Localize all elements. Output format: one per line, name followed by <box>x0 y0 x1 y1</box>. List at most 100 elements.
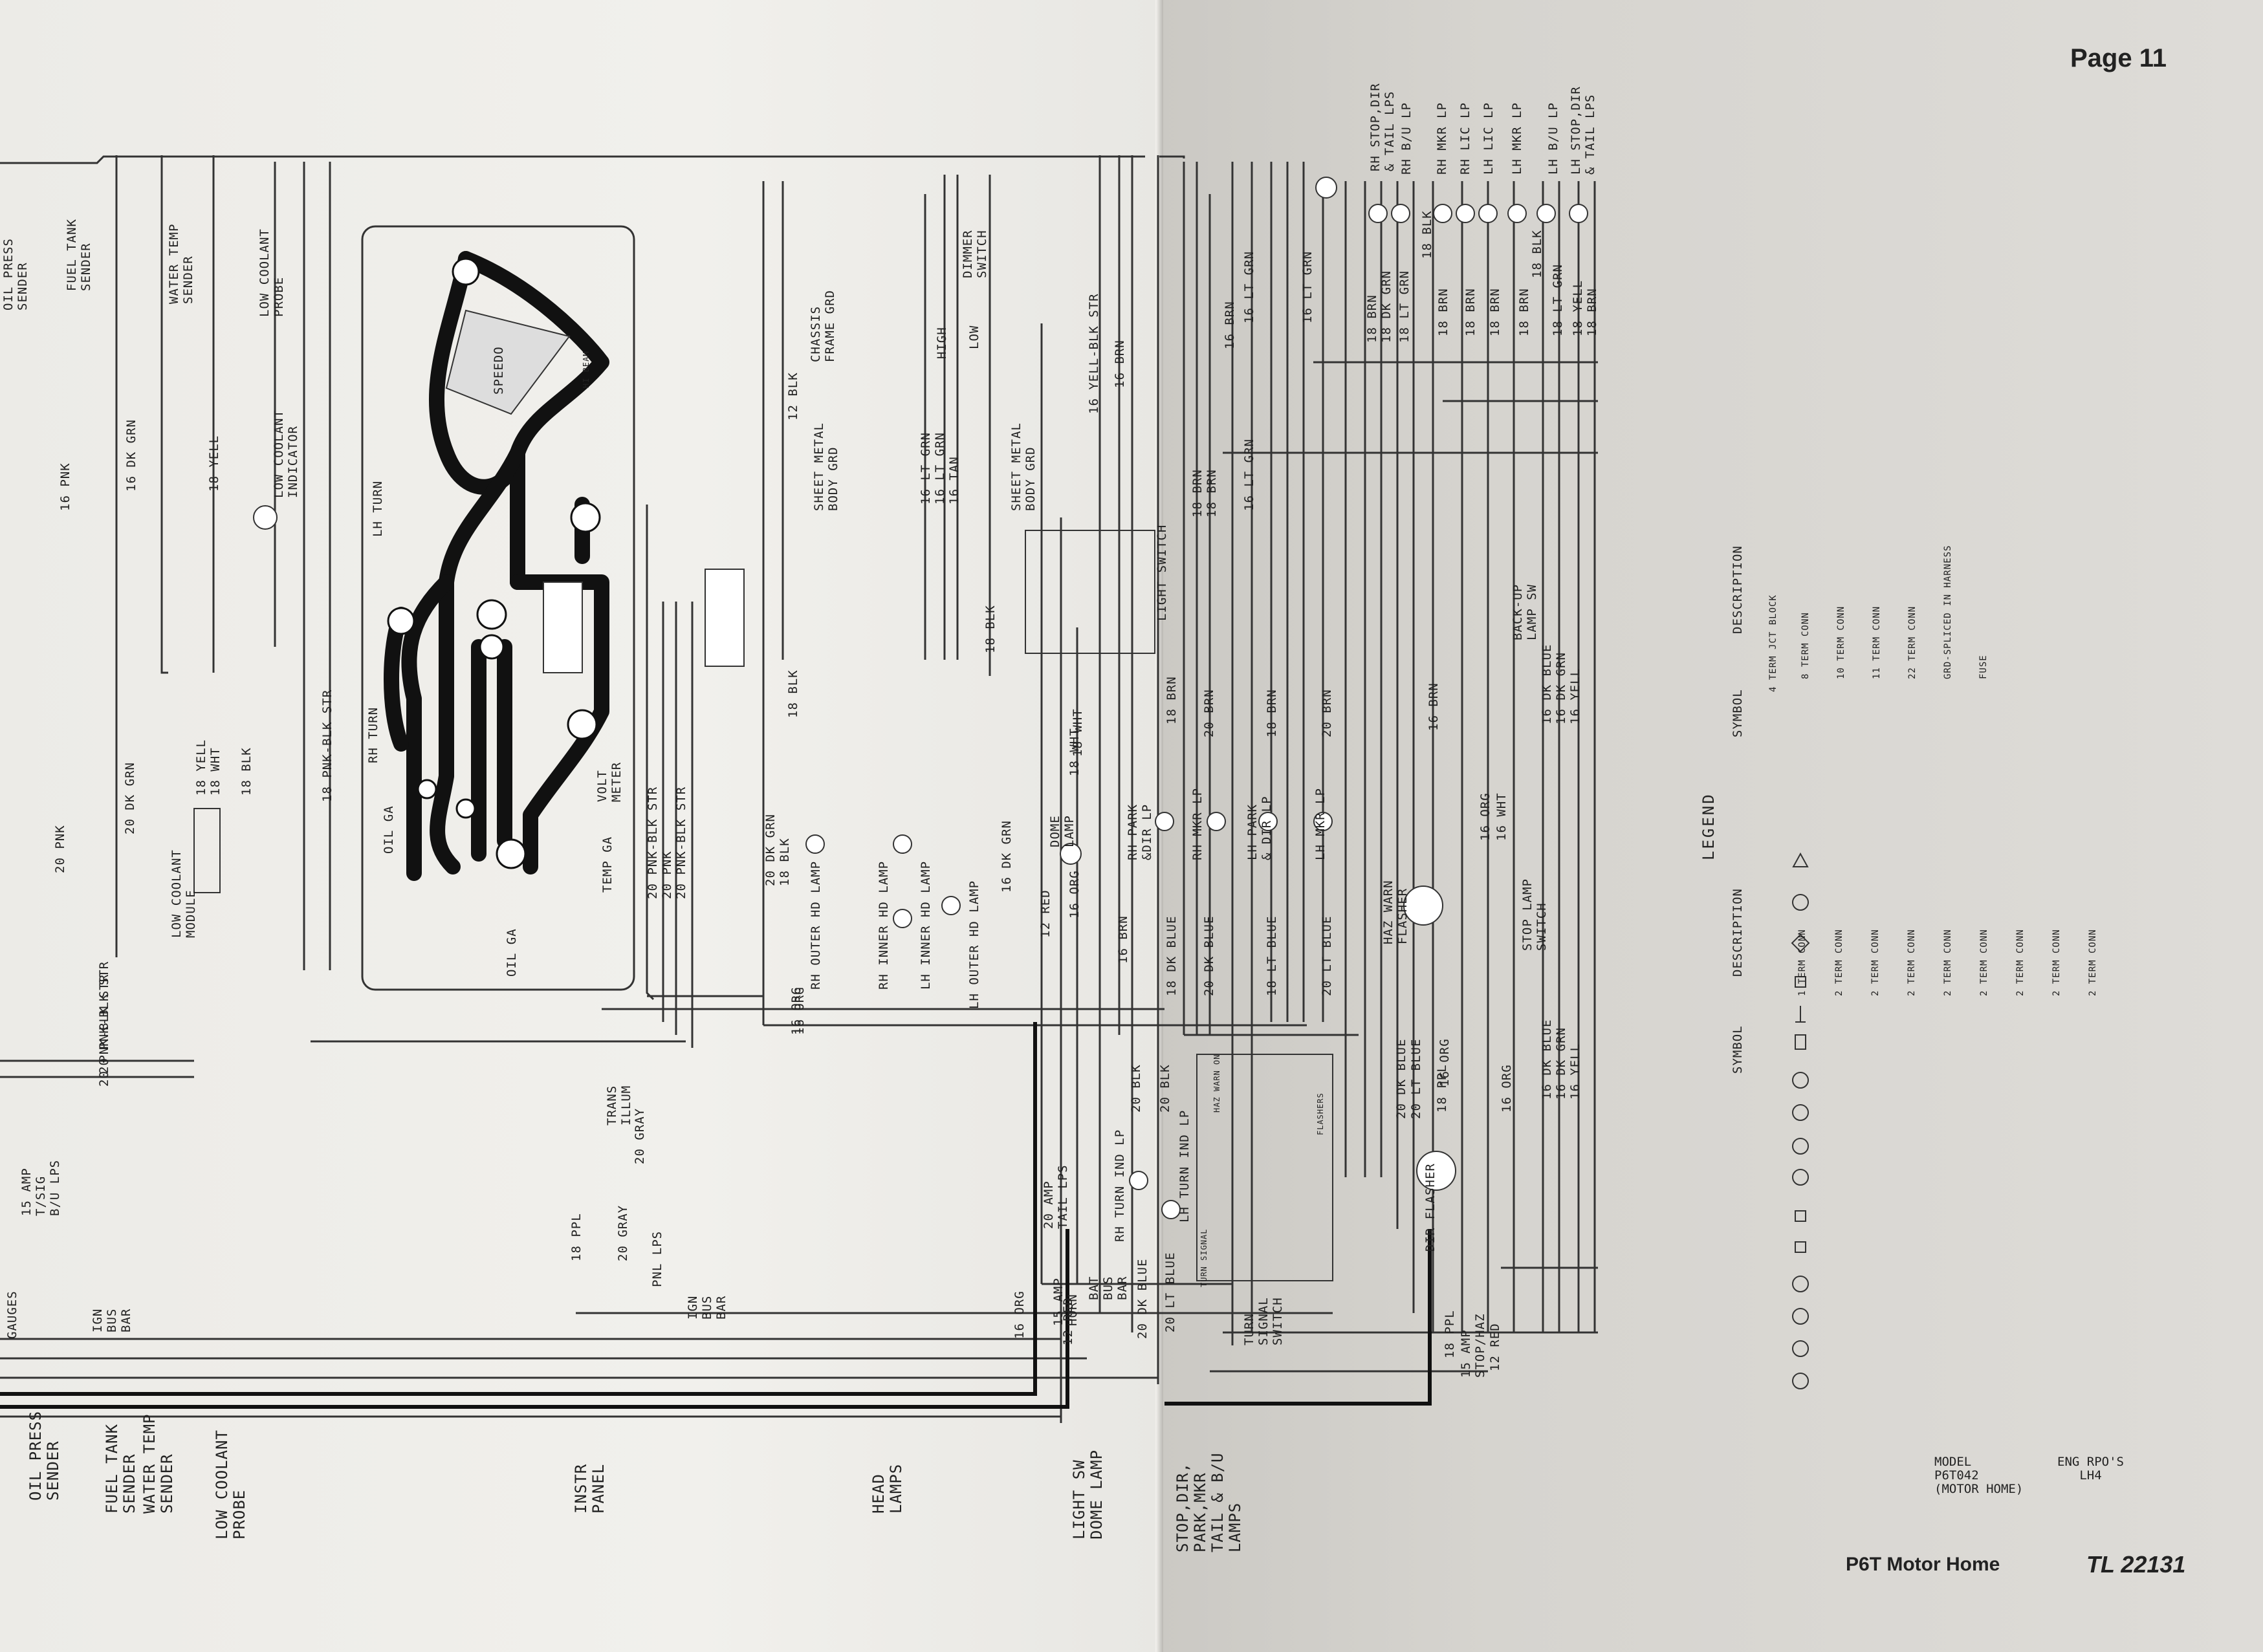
legend-right-2: 8 TERM CONN <box>1800 612 1811 679</box>
wire-label: 20 BRN <box>1202 689 1216 737</box>
wire-label: 20 LT BLUE <box>1163 1252 1177 1332</box>
rear-lamp-8: LH STOP,DIR& TAIL LPS <box>1569 86 1597 175</box>
wire-label: 20 PNK-BLK STR <box>674 786 688 899</box>
wire-label: 18 BRN <box>1585 288 1599 336</box>
legend-right-6: GRD-SPLICED IN HARNESS <box>1943 545 1953 679</box>
wire-label: 16 BRN <box>1116 915 1130 964</box>
page-number: Page 11 <box>2070 44 2167 72</box>
wire-label: 16 YELL-BLK STR <box>1087 293 1101 414</box>
wire-label: 18 BRN <box>1265 689 1279 737</box>
legend-right-5: 22 TERM CONN <box>1907 605 1918 679</box>
dimmer-low: LOW <box>967 325 981 349</box>
rpo-value: LH4 <box>2079 1468 2102 1483</box>
rear-lamp-5: LH LIC LP <box>1481 102 1496 175</box>
wire-label: 12 RED <box>1488 1323 1502 1371</box>
wire-label: 20 DK BLUE <box>1135 1258 1150 1339</box>
dir-flasher: DIR FLASHER <box>1423 1163 1438 1252</box>
wire-label: 20 BLK <box>1129 1064 1143 1113</box>
wire-label: 20 LT BLUE <box>1320 915 1334 996</box>
lh-park-dir-lp: LH PARK& DIR LP <box>1245 796 1274 860</box>
legend-left-2: 2 TERM CONN <box>1834 929 1844 996</box>
legend-desc-header-left: DESCRIPTION <box>1731 888 1745 977</box>
wire-label: 18 WHT <box>1071 708 1085 757</box>
rear-lamp-1: RH STOP,DIR& TAIL LPS <box>1368 83 1397 171</box>
legend-left-3: 2 TERM CONN <box>1870 929 1881 996</box>
wire-label: 18 BLK <box>1420 210 1434 259</box>
document-code: TL 22131 <box>2086 1551 2186 1578</box>
wire-label: 20 DK GRN <box>123 762 137 834</box>
hi-beam-label: HI BEAM <box>582 351 591 388</box>
wire-label: 18 BRN <box>1488 288 1502 336</box>
lh-inner-hd-lamp: LH INNER HD LAMP <box>919 860 933 990</box>
wire-label: 18 PNK-BLK STR <box>320 689 334 802</box>
rh-outer-hd-lamp: RH OUTER HD LAMP <box>809 860 823 990</box>
wire-label: 16 ORG <box>1500 1064 1514 1113</box>
rear-lamp-7: LH B/U LP <box>1546 102 1560 175</box>
wire-label: 16 DK GRN <box>1554 1027 1568 1100</box>
wire-label: 16 LT GRN <box>933 432 947 505</box>
wire-label: 16 DK GRN <box>1554 652 1568 724</box>
wire-label: 20 GRAY <box>616 1204 630 1261</box>
wire-label: 18 BLK <box>239 747 254 796</box>
wire-label: 18 BLK <box>778 838 792 886</box>
wire-label: 20 PNK <box>660 851 674 899</box>
turn-signal-internal: TURN SIGNAL <box>1199 1228 1208 1287</box>
wire-label: 20 DK GRN <box>763 814 778 886</box>
wire-label: 18 PPL <box>569 1213 584 1261</box>
legend-title: LEGEND <box>1700 792 1718 860</box>
model-desc: (MOTOR HOME) <box>1934 1482 2024 1496</box>
wire-label: 12 RED <box>1038 889 1053 938</box>
legend-left-4: 2 TERM CONN <box>1907 929 1917 996</box>
wire-label: 20 GRAY <box>633 1107 647 1164</box>
wire-label: 18 BRN <box>1205 469 1219 517</box>
wire-label: 16 LT GRN <box>919 432 933 505</box>
legend-right-3: 10 TERM CONN <box>1836 605 1846 679</box>
wire-label: 16 TAN <box>947 456 961 505</box>
rear-lamp-2: RH B/U LP <box>1399 102 1414 175</box>
wire-label: 18 BLK <box>786 669 800 718</box>
wire-label: 18 BRN <box>1365 294 1379 343</box>
legend-right-1: 4 TERM JCT BLOCK <box>1768 594 1778 692</box>
wire-label: 20 PNK <box>53 825 67 873</box>
wire-label: 16 ORG <box>1067 870 1082 918</box>
wire-label: 12 BLK <box>786 372 800 420</box>
lh-outer-hd-lamp: LH OUTER HD LAMP <box>967 880 981 1009</box>
haz-warn-on: HAZ WARN ON <box>1212 1054 1221 1113</box>
document-title: P6T Motor Home <box>1846 1554 2000 1575</box>
model-block: MODEL P6T042 (MOTOR HOME) <box>1934 1455 2023 1496</box>
wire-label: 18 BLK <box>983 605 998 653</box>
wire-label: 12 RED <box>1061 1297 1075 1345</box>
lh-turn-label: LH TURN <box>371 480 385 537</box>
oil-ga-outer-label: OIL GA <box>505 928 519 977</box>
right-page <box>1159 0 2263 1652</box>
wire-label: 20 DK BLUE <box>1202 915 1216 996</box>
rh-inner-hd-lamp: RH INNER HD LAMP <box>877 860 891 990</box>
wire-label: 20 PNK-BLK STR <box>646 786 660 899</box>
wire-label: 20 LT BLUE <box>1409 1038 1423 1119</box>
wire-label: 16 LT GRN <box>1242 439 1256 511</box>
legend-left-7: 2 TERM CONN <box>2015 929 2026 996</box>
wire-label: 16 DK BLUE <box>1540 1019 1554 1100</box>
legend-desc-header-right: DESCRIPTION <box>1731 545 1745 634</box>
rear-lamp-4: RH LIC LP <box>1458 102 1472 175</box>
left-page <box>0 0 1159 1652</box>
wire-label: 16 YELL <box>1568 1043 1582 1100</box>
legend-left-9: 2 TERM CONN <box>2088 929 2098 996</box>
